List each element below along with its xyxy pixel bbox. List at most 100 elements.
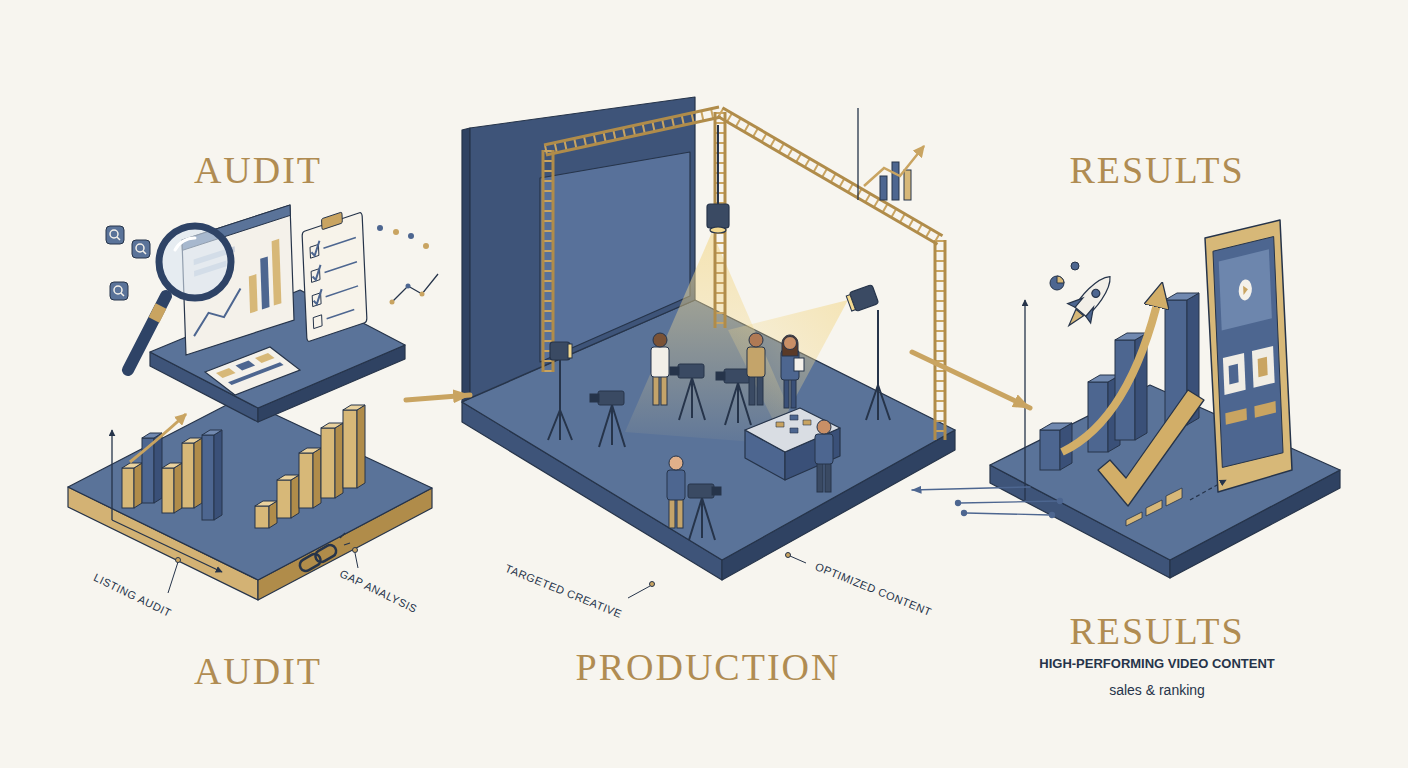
bar-chart (321, 423, 343, 428)
report-sheet (236, 360, 256, 370)
stage-subheading: HIGH-PERFORMING VIDEO CONTENT (1039, 656, 1274, 672)
crew-member (791, 378, 796, 408)
phone-mockup (1229, 364, 1239, 385)
camera-tripod (712, 487, 721, 495)
report-sheet (205, 347, 300, 395)
stage-group: RESULTSRESULTSHIGH-PERFORMING VIDEO CONT… (1030, 140, 1286, 710)
bar-chart (154, 433, 162, 503)
lighting-truss (718, 116, 938, 244)
scatter-dots (393, 229, 399, 235)
flow-arrow (406, 395, 470, 400)
bar-chart (277, 480, 291, 518)
bar-chart (277, 475, 299, 480)
feedback-lines (960, 501, 1058, 503)
pie-dots (1057, 276, 1064, 283)
bar-chart (299, 453, 313, 508)
crew-member (781, 335, 804, 408)
bar-chart (321, 428, 335, 498)
callout-label: LISTING AUDIT (91, 571, 173, 620)
crew-member (794, 358, 804, 371)
light-stand (548, 360, 572, 440)
rocket-icon (1090, 288, 1101, 299)
leader-lines (353, 548, 358, 553)
dashed-arrow (1190, 480, 1226, 500)
crew-member (669, 456, 683, 470)
leader-lines (176, 558, 181, 563)
report-sheet (216, 368, 236, 378)
bar-chart (122, 405, 365, 528)
light-stand (866, 310, 890, 420)
feedback-lines (956, 499, 1063, 518)
chain-break-marks (344, 543, 350, 545)
pie-dots (1050, 262, 1079, 290)
studio-back-wall (540, 152, 690, 362)
crew-member (815, 420, 833, 492)
growth-arrow (1062, 292, 1160, 452)
bar-chart (313, 448, 321, 508)
growth-chart-icon (858, 108, 924, 200)
studio-back-wall (462, 97, 695, 402)
scatter-dots (420, 292, 425, 297)
mini-bars (1126, 512, 1142, 526)
bar-chart (343, 405, 365, 410)
light-stand (846, 284, 890, 420)
results-bars (1040, 293, 1199, 470)
chart-axes (112, 430, 222, 572)
magnifying-glass (128, 296, 166, 370)
chart-axes (112, 520, 222, 572)
bar-chart (122, 463, 142, 468)
crew-member (784, 337, 797, 350)
bar-chart (299, 448, 321, 453)
browser-window-icon (260, 256, 269, 309)
feedback-lines (956, 501, 961, 506)
control-console (790, 415, 798, 420)
magnifying-glass (175, 238, 195, 250)
camera-tripod (688, 484, 714, 498)
feedback-lines (966, 513, 1050, 515)
phone-mockup (1213, 237, 1283, 468)
bar-chart (182, 443, 194, 508)
bar-chart (255, 501, 277, 506)
phone-mockup (1254, 401, 1276, 418)
crew-member (747, 333, 765, 405)
stage-group: PRODUCTION (470, 90, 912, 700)
rocket-icon (1057, 267, 1121, 335)
mini-bars (1126, 488, 1182, 526)
bar-chart (214, 430, 222, 520)
rocket-icon (1068, 293, 1100, 323)
scatter-dots (423, 243, 429, 249)
leader-lines (650, 582, 655, 587)
browser-window-icon (272, 239, 282, 306)
lighting-truss (944, 240, 947, 440)
leader-lines (628, 586, 650, 598)
crew-member (653, 375, 659, 405)
chain-break-marks (340, 533, 350, 545)
growth-chart-icon (904, 170, 911, 200)
bar-chart (174, 463, 182, 513)
feedback-lines (962, 511, 967, 516)
bar-chart (202, 435, 214, 520)
lighting-truss (546, 117, 721, 155)
crew-member (661, 375, 667, 405)
checklist-clipboard (302, 205, 367, 342)
checklist-clipboard (302, 212, 367, 342)
camera-tripod (724, 369, 750, 383)
bar-chart (194, 438, 202, 508)
results-bars (1040, 423, 1072, 430)
leader-lines (790, 556, 806, 563)
bar-chart (255, 506, 269, 528)
crew-member (825, 462, 831, 492)
camera-tripod (599, 405, 625, 447)
lighting-truss (543, 150, 553, 372)
control-console (790, 428, 798, 433)
stage-heading: AUDIT (194, 651, 322, 693)
checklist-clipboard (322, 212, 343, 230)
report-sheet (228, 362, 284, 385)
audit-platform (68, 398, 432, 600)
crew-member (677, 498, 683, 528)
trend-arrow (130, 414, 186, 462)
flow-arrow (912, 352, 1030, 408)
crew-member (784, 378, 789, 408)
stage-heading: AUDIT (194, 150, 322, 192)
